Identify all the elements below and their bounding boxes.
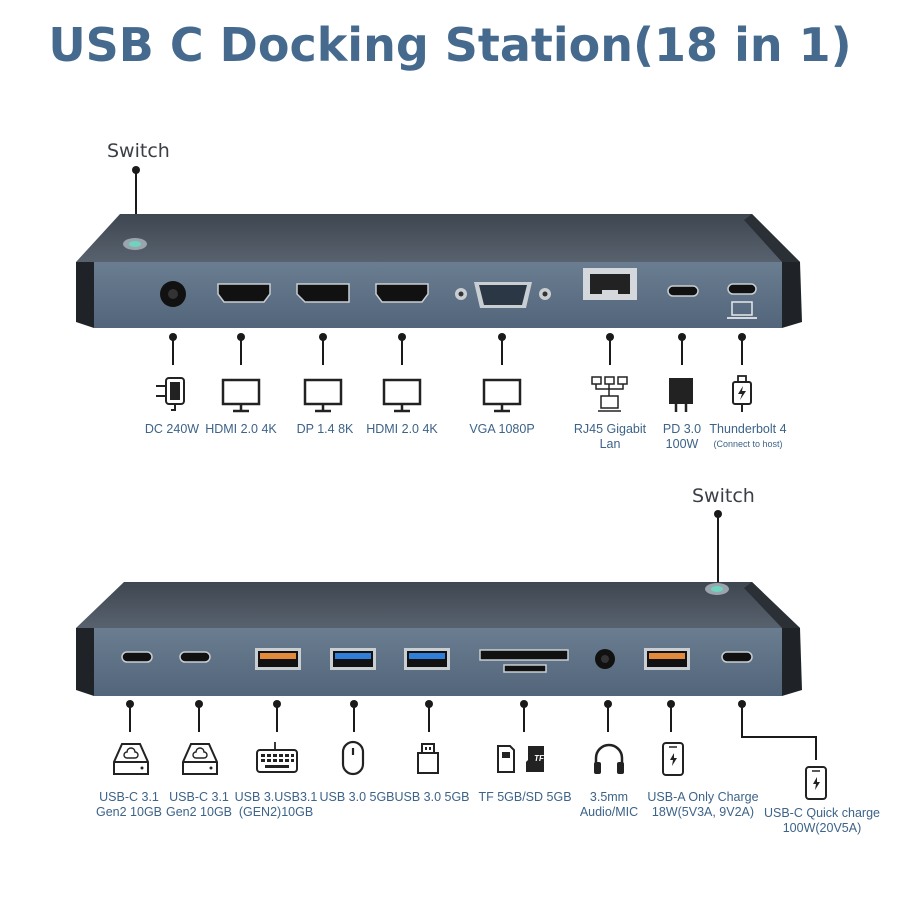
port-label-usb30-1: USB 3.0 5GB [319,790,395,804]
power-adapter-icon [156,377,185,411]
monitor-icon [303,378,343,413]
port-label-audio: 3.5mm Audio/MIC [579,790,639,819]
port-label-pd: PD 3.0 100W [662,422,702,451]
port-label-vga: VGA 1080P [469,422,535,436]
drive-icon [113,743,149,775]
drive-icon [182,743,218,775]
port-label-dp: DP 1.4 8K [296,422,354,436]
usb-drive-icon [417,743,439,774]
mouse-icon [341,740,365,776]
port-label-hdmi-2: HDMI 2.0 4K [366,422,438,436]
port-label-card: TF 5GB/SD 5GB [478,790,572,804]
port-label-hdmi-1: HDMI 2.0 4K [205,422,277,436]
charger-icon [669,378,693,412]
switch-lead-line-bottom [717,514,719,586]
monitor-icon [482,378,522,413]
headphones-icon [594,743,624,774]
keyboard-icon [256,742,298,773]
port-label-rj45: RJ45 Gigabit Lan [573,422,647,451]
port-label-usb30-2: USB 3.0 5GB [394,790,470,804]
port-label-thunderbolt: Thunderbolt 4 (Connect to host) [709,422,787,449]
page-title: USB C Docking Station(18 in 1) [48,18,852,72]
thunderbolt-icon [732,375,752,412]
port-label-usb31: USB 3.USB3.1 (GEN2)10GB [234,790,318,819]
switch-label-bottom: Switch [692,485,755,507]
switch-label-top: Switch [107,140,170,162]
phone-icon [662,742,684,776]
tf-badge: TF [534,754,544,763]
port-label-usbc-quick: USB-C Quick charge 100W(20V5A) [763,806,880,835]
network-icon [591,376,628,412]
sd-card-icon [497,745,544,773]
port-label-usbc-2: USB-C 3.1 Gen2 10GB [165,790,232,819]
phone-charge-icon [805,766,827,800]
port-label-usba-charge: USB-A Only Charge 18W(5V3A, 9V2A) [647,790,759,819]
monitor-icon [221,378,261,413]
switch-lead-line-top [135,170,137,242]
port-label-dc: DC 240W [144,422,200,436]
monitor-icon [382,378,422,413]
port-label-usbc-1: USB-C 3.1 Gen2 10GB [95,790,162,819]
